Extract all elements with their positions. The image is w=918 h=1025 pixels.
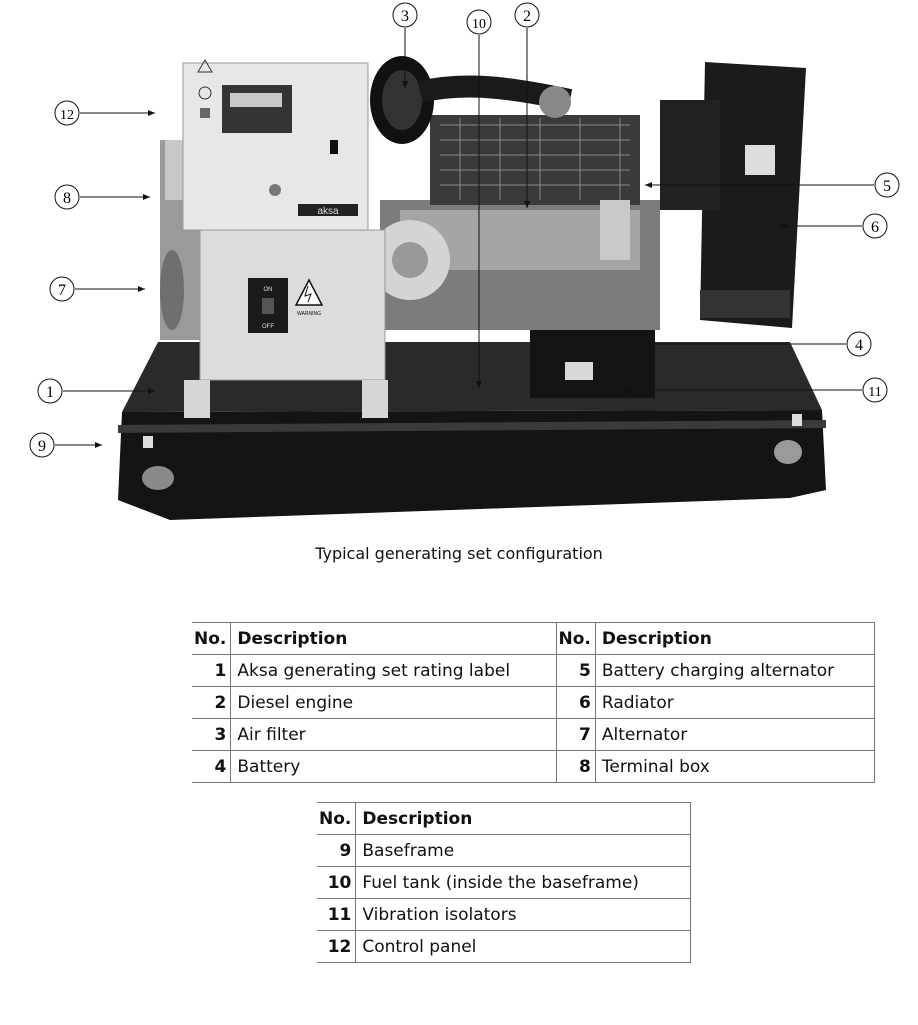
warning-label: WARNING [297, 311, 321, 317]
part-description: Diesel engine [230, 686, 557, 719]
engine-drawing [370, 115, 660, 330]
callout-4: 4 [846, 331, 872, 357]
brand-label: aksa [317, 206, 339, 217]
table-row: 11 Vibration isolators [317, 898, 691, 931]
part-description: Battery [230, 750, 557, 783]
switch-off-label: OFF [262, 324, 274, 330]
parts-table-1: No. Description No. Description 1 Aksa g… [192, 622, 876, 783]
part-description: Baseframe [355, 834, 691, 867]
table-row: 2 Diesel engine 6 Radiator [192, 686, 876, 719]
svg-text:12: 12 [60, 108, 74, 123]
svg-text:6: 6 [871, 219, 879, 236]
part-description: Battery charging alternator [595, 654, 876, 687]
svg-text:9: 9 [38, 438, 46, 455]
part-number: 6 [556, 686, 596, 719]
callout-8: 8 [54, 184, 80, 210]
figure-caption: Typical generating set configuration [315, 544, 603, 563]
part-number: 4 [192, 750, 232, 783]
header-no: No. [192, 622, 232, 655]
part-number: 12 [317, 930, 357, 963]
table-row: 12 Control panel [317, 930, 691, 963]
callout-group: 3 10 2 12 8 7 1 9 5 6 4 11 [29, 2, 900, 458]
svg-text:4: 4 [855, 337, 863, 354]
svg-text:5: 5 [883, 178, 891, 195]
part-number: 2 [192, 686, 232, 719]
callout-7: 7 [49, 276, 75, 302]
part-number: 7 [556, 718, 596, 751]
table-row: 4 Battery 8 Terminal box [192, 750, 876, 783]
svg-text:2: 2 [523, 8, 531, 25]
table-row: 10 Fuel tank (inside the baseframe) [317, 866, 691, 899]
table-row: 3 Air filter 7 Alternator [192, 718, 876, 751]
part-number: 9 [317, 834, 357, 867]
callout-12: 12 [54, 100, 80, 126]
svg-text:1: 1 [46, 384, 54, 401]
header-no: No. [317, 802, 357, 835]
part-description: Terminal box [595, 750, 876, 783]
part-description: Control panel [355, 930, 691, 963]
callout-10: 10 [466, 9, 492, 35]
table-row: 9 Baseframe [317, 834, 691, 867]
header-description: Description [355, 802, 691, 835]
table-header-row: No. Description [317, 802, 691, 835]
callout-6: 6 [862, 213, 888, 239]
svg-text:3: 3 [401, 8, 409, 25]
header-description: Description [595, 622, 876, 655]
part-description: Radiator [595, 686, 876, 719]
control-panel-drawing: aksa ON OFF WARNING [182, 59, 388, 418]
header-description: Description [230, 622, 557, 655]
table-row: 1 Aksa generating set rating label 5 Bat… [192, 654, 876, 687]
generator-figure: aksa ON OFF WARNING 3 10 2 12 [29, 2, 900, 520]
air-filter-drawing [370, 56, 573, 144]
callout-11: 11 [862, 377, 888, 403]
part-description: Fuel tank (inside the baseframe) [355, 866, 691, 899]
part-description: Alternator [595, 718, 876, 751]
header-no: No. [556, 622, 596, 655]
callout-5: 5 [874, 172, 900, 198]
radiator-drawing [660, 62, 806, 328]
part-description: Air filter [230, 718, 557, 751]
switch-on-label: ON [264, 287, 273, 293]
part-number: 5 [556, 654, 596, 687]
part-description: Vibration isolators [355, 898, 691, 931]
part-number: 1 [192, 654, 232, 687]
svg-text:7: 7 [58, 282, 66, 299]
callout-3: 3 [392, 2, 418, 28]
part-number: 3 [192, 718, 232, 751]
part-number: 10 [317, 866, 357, 899]
parts-table-2: No. Description 9 Baseframe 10 Fuel tank… [317, 802, 691, 963]
part-number: 11 [317, 898, 357, 931]
svg-text:8: 8 [63, 190, 71, 207]
table-header-row: No. Description No. Description [192, 622, 876, 655]
battery-drawing [530, 330, 655, 398]
callout-9: 9 [29, 432, 55, 458]
svg-text:10: 10 [472, 17, 486, 32]
callout-2: 2 [514, 2, 540, 28]
part-description: Aksa generating set rating label [230, 654, 557, 687]
callout-1: 1 [37, 378, 63, 404]
part-number: 8 [556, 750, 596, 783]
svg-text:11: 11 [868, 385, 881, 400]
leader-lines [55, 28, 874, 448]
